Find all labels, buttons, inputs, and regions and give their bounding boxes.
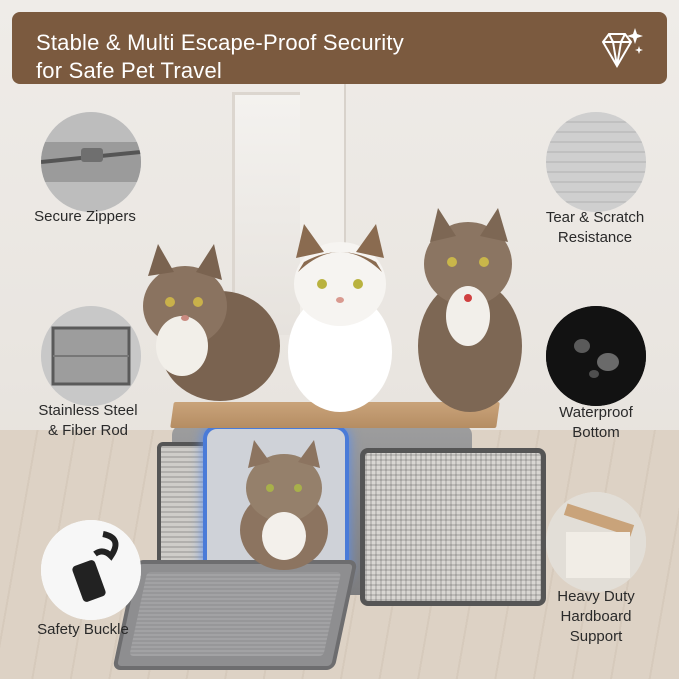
waterproof-badge [546,306,646,406]
hardboard-badge [546,492,646,592]
waterproof-text-2: Bottom [572,424,620,441]
title-banner: Stable & Multi Escape-Proof Security for… [12,12,667,84]
banner-title-line-2: for Safe Pet Travel [36,58,222,83]
water-droplets-icon [546,306,646,406]
carrier-frame-icon [41,306,141,406]
stainless-steel-badge [41,306,141,406]
stainless-steel-text-1: Stainless Steel [38,402,138,419]
tear-scratch-text-1: Tear & Scratch [545,209,645,226]
hardboard-text-2: Hardboard [560,608,632,625]
zipper-detail-icon [41,112,141,212]
waterproof-text-1: Waterproof [559,404,633,421]
carrier-front-flap [112,560,358,670]
stainless-steel-label: Stainless Steel & Fiber Rod [26,401,150,441]
hardboard-text-1: Heavy Duty [557,588,635,605]
diamond-sparkle-icon [601,28,643,68]
waterproof-label: Waterproof Bottom [536,403,656,443]
tear-scratch-label: Tear & Scratch Resistance [532,208,658,248]
white-brown-cat-center [288,224,392,412]
safety-buckle-label: Safety Buckle [26,620,140,640]
tear-scratch-text-2: Resistance [557,229,633,246]
stainless-steel-text-2: & Fiber Rod [47,422,129,439]
tabby-cat-left [143,244,280,401]
hardboard-label: Heavy Duty Hardboard Support [538,587,654,647]
safety-buckle-text: Safety Buckle [37,621,129,638]
buckle-clip-icon [41,520,141,620]
carrier-side-expansion-mesh [360,448,546,606]
flap-mesh [129,572,342,656]
secure-zippers-badge [41,112,141,212]
hardboard-panel-icon [546,492,646,592]
fabric-texture-icon [546,112,646,212]
tabby-cat-right [418,208,522,412]
tabby-cat-inside-carrier [240,440,328,570]
tear-scratch-badge [546,112,646,212]
safety-buckle-badge [41,520,141,620]
hardboard-text-3: Support [569,628,623,645]
secure-zippers-label: Secure Zippers [26,207,144,227]
secure-zippers-text: Secure Zippers [34,208,136,225]
banner-title-line-1: Stable & Multi Escape-Proof Security [36,30,404,55]
